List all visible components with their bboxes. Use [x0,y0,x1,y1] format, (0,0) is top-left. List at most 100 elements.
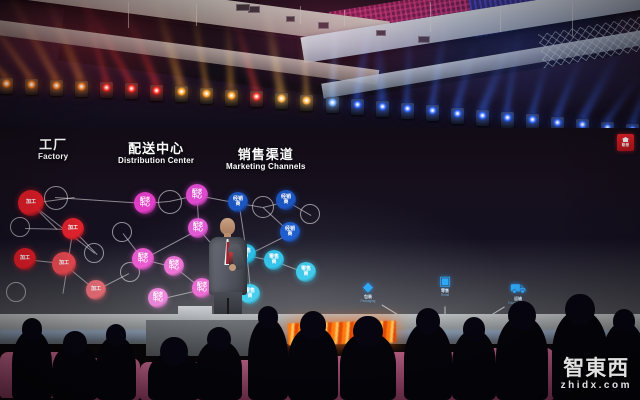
rigging-rod [128,2,129,28]
audience-head [565,293,595,326]
stage-light-fixture [75,80,89,97]
stage-light-fixture [100,81,114,98]
hub-icon-label-en: Retail [440,293,450,297]
network-node-label: 配送 中心 [139,196,150,208]
stage-light-fixture [50,79,64,96]
stage-light-fixture [325,97,339,114]
stage-light-fixture [500,112,514,129]
audience-head [462,317,486,342]
light-lens [502,113,512,123]
light-lens [452,108,462,118]
slide-header-cn: 销售渠道 [237,147,294,162]
light-lens [227,90,237,100]
light-lens [177,87,187,97]
watermark-cn: 智東西 [563,357,630,380]
slide-header-en: Marketing Channels [226,162,306,171]
network-node-empty [6,282,26,302]
network-node-empty [158,190,182,214]
light-lens [327,98,337,108]
rigging-rod [344,10,345,26]
light-lens [402,104,412,114]
network-node-empty [44,186,68,210]
stage-light-fixture [475,109,489,126]
network-node-distribution: 配送 中心 [134,192,156,214]
network-node-retailer: 零售 商 [296,262,316,282]
network-node-factory: 加工 [14,248,36,270]
audience-head [21,318,43,341]
box-icon: ◆ [363,279,373,294]
network-node-distribution: 配送 中心 [164,256,184,276]
network-node-empty [252,196,274,218]
rigging-rod [430,2,431,32]
network-node-label: 经销 商 [280,193,291,205]
audience-head [160,336,188,367]
stage-light-fixture [200,87,214,104]
rigging-rod [300,6,301,24]
network-edge [54,197,146,204]
network-node-label: 加工 [25,199,36,206]
rigging-box [318,22,329,29]
network-node-label: 加工 [19,255,30,262]
audience-head [612,309,636,334]
network-node-dealer: 经销 商 [280,222,300,242]
audience-head [105,324,127,347]
brand-logo-text: 联想 [621,143,630,147]
network-node-dealer: 经销 商 [228,192,248,212]
brand-logo-icon: 联想 [617,134,634,151]
network-node-factory: 加工 [86,280,106,300]
network-node-label: 零售 商 [300,265,311,277]
audience-head [508,300,536,331]
truck-icon: ⛟ [509,281,527,296]
network-node-factory: 加工 [52,252,76,276]
stage-light-fixture [275,93,289,110]
watermark: 智東西 zhidx.com [561,358,632,392]
audience-head [353,315,383,348]
audience-head [257,306,279,329]
network-node-dealer: 经销 商 [276,190,296,210]
network-node-factory: 加工 [62,218,84,240]
shop-icon: ▣ [438,273,452,288]
audience-person [248,318,288,400]
watermark-en: zhidx.com [560,380,632,391]
light-lens [77,81,87,91]
speaker-hand [229,264,236,271]
slide-header-en: Factory [38,152,69,161]
network-node-label: 经销 商 [232,195,243,207]
network-node-label: 配送 中心 [152,291,163,303]
light-lens [152,85,162,95]
slide-header-en: Distribution Center [118,156,195,165]
light-lens [2,79,11,88]
stage-light-fixture [125,83,139,100]
rigging-box [418,36,430,43]
light-lens [127,84,137,94]
stage-light-fixture [425,105,439,122]
stage-light-fixture [450,107,464,124]
light-lens [252,92,262,102]
light-lens [527,115,537,125]
network-node-label: 加工 [90,286,101,293]
stage-light-fixture [175,86,189,103]
network-node-empty [112,222,132,242]
stage-light-fixture [300,95,314,112]
audience-head [207,326,231,353]
network-node-empty [300,204,320,224]
rigging-box [236,4,250,11]
audience-head [63,330,87,357]
light-lens [27,79,37,89]
light-lens [202,88,212,98]
stage-light-fixture [25,78,39,95]
stage-light-fixture [375,101,389,118]
network-node-empty [10,217,30,237]
rigging-rod [500,6,501,32]
audience-head [415,308,441,335]
network-node-distribution: 配送 中心 [132,248,154,270]
rigging-box [376,30,386,36]
light-lens [277,94,287,104]
network-node-label: 加工 [58,260,69,267]
network-node-label: 零售 商 [268,253,279,265]
stage-light-fixture [150,84,164,101]
